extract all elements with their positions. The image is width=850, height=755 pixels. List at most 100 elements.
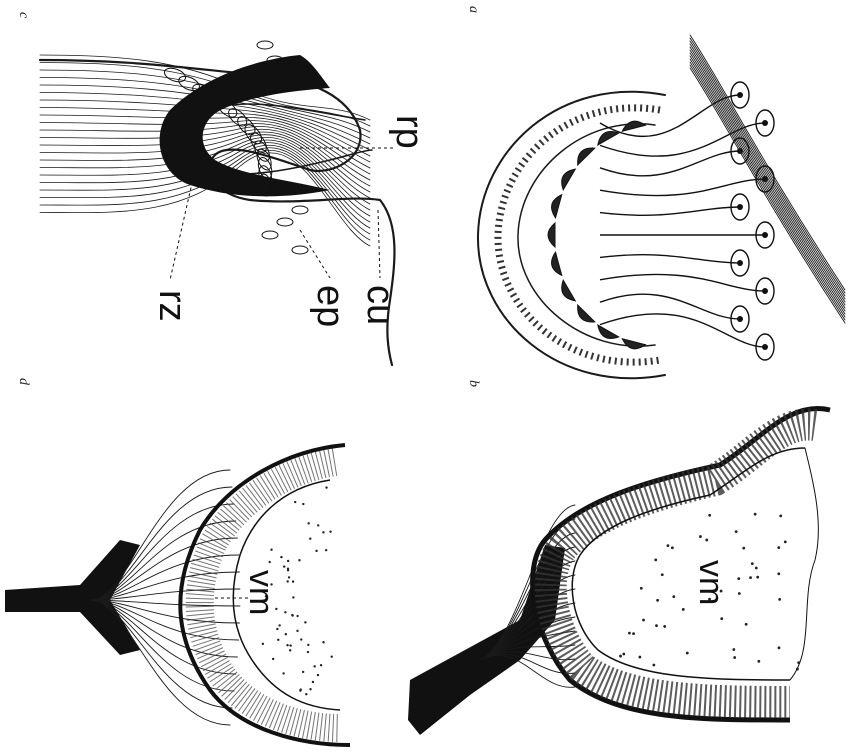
panel-d: vm d	[5, 378, 350, 745]
panel-b-dot	[751, 562, 754, 565]
panel-b-dot	[779, 515, 782, 518]
panel-d-dot	[292, 580, 294, 582]
panel-b-dot	[663, 625, 666, 628]
panel-b-dot	[652, 664, 655, 667]
panel-a-nucleus	[762, 120, 768, 126]
panel-a-dendrite	[600, 207, 740, 215]
panel-d-dot	[286, 580, 288, 582]
panel-b-dot	[797, 661, 800, 664]
panel-d-dot	[298, 559, 300, 561]
label-vm-d: vm	[242, 570, 280, 615]
panel-b-dot	[732, 648, 735, 651]
panel-b-dot	[777, 546, 780, 549]
panel-letter-c: c	[16, 12, 31, 19]
panel-c-pointer-ep	[300, 230, 330, 278]
panel-a-sensillum	[549, 252, 562, 277]
panel-b-inner-wall	[572, 448, 805, 680]
panel-d-dot	[283, 565, 285, 567]
label-cu: cu	[359, 285, 401, 325]
panel-d-dot	[302, 671, 304, 673]
panel-b-dot	[745, 623, 748, 626]
panel-d-dot	[304, 621, 306, 623]
panel-d-dot	[300, 638, 302, 640]
panel-b-dot	[720, 617, 723, 620]
panel-b-dot	[777, 572, 780, 575]
panel-d-dot	[322, 531, 324, 533]
panel-c-nucleus	[292, 246, 308, 254]
panel-a-sensillum	[557, 280, 575, 304]
panel-d-dot	[269, 561, 271, 563]
panel-b-dot	[671, 546, 674, 549]
panel-c-pointer-rz	[170, 170, 195, 280]
panel-d-dot	[309, 688, 311, 690]
panel-letter-d: d	[16, 378, 31, 386]
panel-b-dot	[738, 592, 741, 595]
panel-a-nerve-fibre	[690, 35, 845, 290]
panel-d-dot	[307, 651, 309, 653]
panel-a-nucleus	[762, 344, 768, 350]
panel-d-dot	[289, 644, 291, 646]
panel-b-dot	[656, 599, 659, 602]
panel-d-dot	[325, 486, 327, 488]
panel-b-dot	[638, 656, 641, 659]
panel-b-dot	[742, 547, 745, 550]
panel-b-dot	[778, 646, 781, 649]
panel-a-nucleus	[762, 232, 768, 238]
panel-b-lumen-edge	[790, 448, 818, 680]
panel-b-dot	[642, 619, 645, 622]
panel-c: rp rz ep cu c	[16, 12, 430, 365]
panel-d-dot	[262, 643, 264, 645]
panel-c-nucleus	[292, 206, 308, 214]
panel-d-dot	[322, 641, 324, 643]
panel-c-nucleus	[257, 41, 273, 49]
panel-d-dot	[288, 576, 290, 578]
panel-d-dot	[284, 611, 286, 613]
panel-b-dot	[796, 668, 799, 671]
panel-b-dot	[672, 595, 675, 598]
panel-b-banded-layer	[551, 425, 815, 702]
panel-b-dot	[755, 567, 758, 570]
panel-a-dendrite	[600, 179, 765, 196]
panel-a-sensillum	[549, 193, 562, 218]
panel-d-dot	[329, 531, 331, 533]
panel-d-dot	[313, 665, 315, 667]
panel-b-dot	[735, 530, 738, 533]
panel-b-dot	[632, 632, 635, 635]
panel-d-dot	[276, 628, 278, 630]
panel-b-dot	[778, 598, 781, 601]
panel-d-dot	[325, 549, 327, 551]
panel-c-nucleus	[277, 218, 293, 226]
panel-d-dot	[292, 596, 294, 598]
panel-d-dot	[309, 538, 311, 540]
panel-b-dot	[756, 576, 759, 579]
panel-d-dot	[272, 658, 274, 660]
panel-b-dot	[654, 558, 657, 561]
panel-b: vm b	[408, 380, 830, 735]
panel-b-dot	[733, 656, 736, 659]
panel-a-nucleus	[762, 288, 768, 294]
panel-b-dot	[661, 573, 664, 576]
panel-d-dot	[315, 550, 317, 552]
panel-d-dot	[287, 560, 289, 562]
panel-d-dot	[317, 524, 319, 526]
panel-d-dot	[277, 639, 279, 641]
panel-b-dot	[737, 577, 740, 580]
panel-d-dot	[296, 630, 298, 632]
panel-d-dot	[307, 644, 309, 646]
panel-d-dot	[312, 681, 314, 683]
panel-a-nucleus	[737, 260, 743, 266]
label-ep: ep	[309, 285, 351, 327]
panel-d-dot	[286, 644, 288, 646]
panel-a: a	[466, 6, 845, 378]
panel-d-dot	[331, 655, 333, 657]
panel-d-dot	[287, 568, 289, 570]
panel-a-sensillum	[573, 305, 595, 327]
panel-b-dot	[784, 541, 787, 544]
panel-a-sensillum	[594, 325, 618, 343]
label-rp: rp	[388, 115, 430, 149]
panel-b-dot	[640, 587, 643, 590]
panel-d-dot	[320, 664, 322, 666]
panel-b-dot	[655, 624, 658, 627]
panel-d-dot	[270, 548, 272, 550]
